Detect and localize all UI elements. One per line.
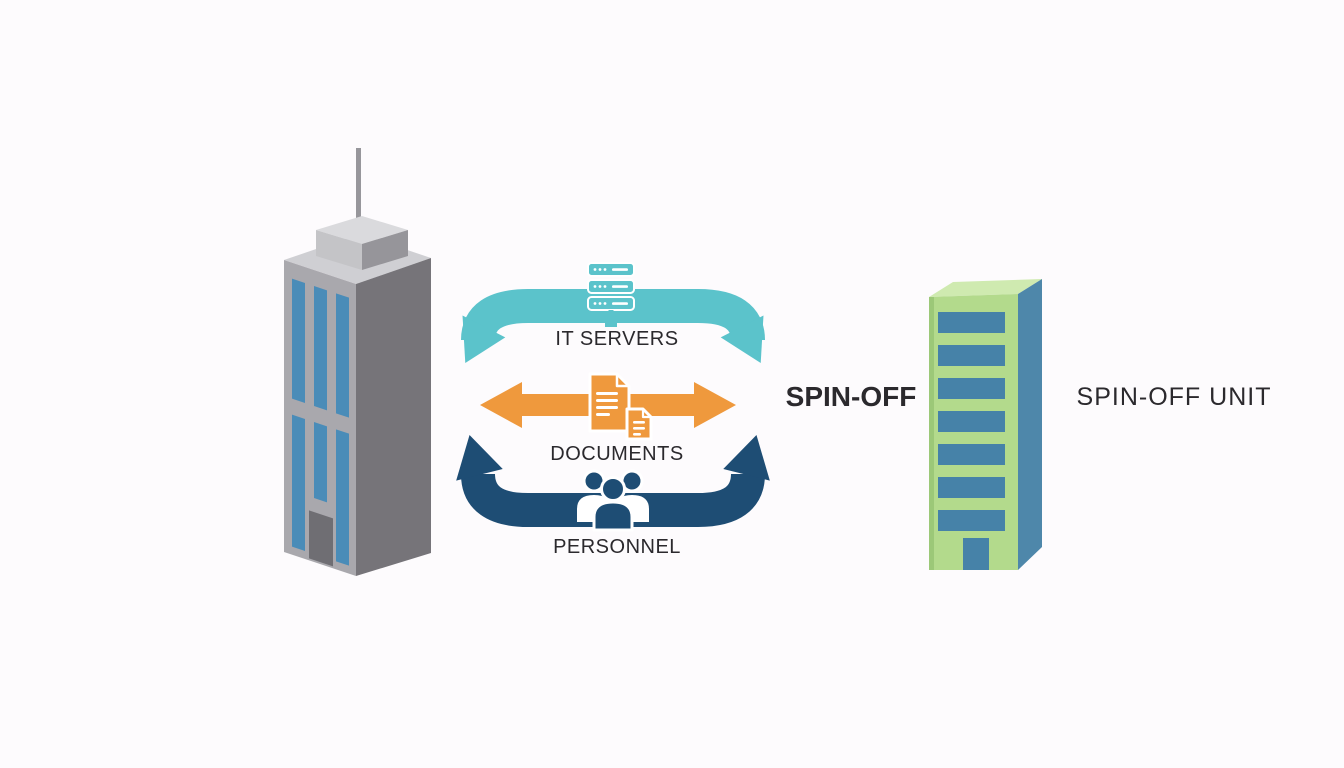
arrowhead-up-left xyxy=(456,435,503,481)
window-bar xyxy=(938,444,1005,465)
window-bar xyxy=(938,345,1005,366)
documents-icon xyxy=(588,372,653,441)
people-icon xyxy=(577,469,649,532)
penthouse-front xyxy=(316,230,362,270)
window-bar xyxy=(938,510,1005,531)
roof xyxy=(929,279,1042,297)
window-bar xyxy=(938,312,1005,333)
window-stripe xyxy=(314,421,327,503)
window-bar xyxy=(938,411,1005,432)
window-stripe xyxy=(336,429,349,566)
window-stripe xyxy=(314,285,327,411)
arrowhead-down-right xyxy=(720,315,764,363)
server-stack-icon xyxy=(586,262,637,327)
window-bar xyxy=(938,477,1005,498)
tower-side-face xyxy=(356,258,431,576)
penthouse-side xyxy=(362,230,408,270)
arrowhead-up-right xyxy=(723,435,770,481)
entrance-door xyxy=(309,510,333,567)
window-bars xyxy=(938,312,1005,531)
entrance-door xyxy=(963,538,989,570)
spin-off-heading: SPIN-OFF xyxy=(785,381,917,412)
documents-label: DOCUMENTS xyxy=(550,443,684,465)
arrowhead-down-left xyxy=(462,315,506,363)
antenna xyxy=(356,148,361,236)
side-face xyxy=(1018,279,1042,570)
window-bar xyxy=(938,378,1005,399)
window-stripe xyxy=(292,278,305,403)
spin-off-unit-building xyxy=(929,279,1042,570)
window-stripe xyxy=(292,414,305,551)
it-servers-label: IT SERVERS xyxy=(555,328,679,350)
transfer-arrows xyxy=(456,262,770,532)
window-stripe xyxy=(336,293,349,418)
personnel-label: PERSONNEL xyxy=(553,536,681,558)
front-edge-shade xyxy=(929,297,934,570)
parent-company-building xyxy=(284,148,431,576)
spin-off-unit-label: SPIN-OFF UNIT xyxy=(1076,383,1272,411)
tower-front-face xyxy=(284,260,356,576)
